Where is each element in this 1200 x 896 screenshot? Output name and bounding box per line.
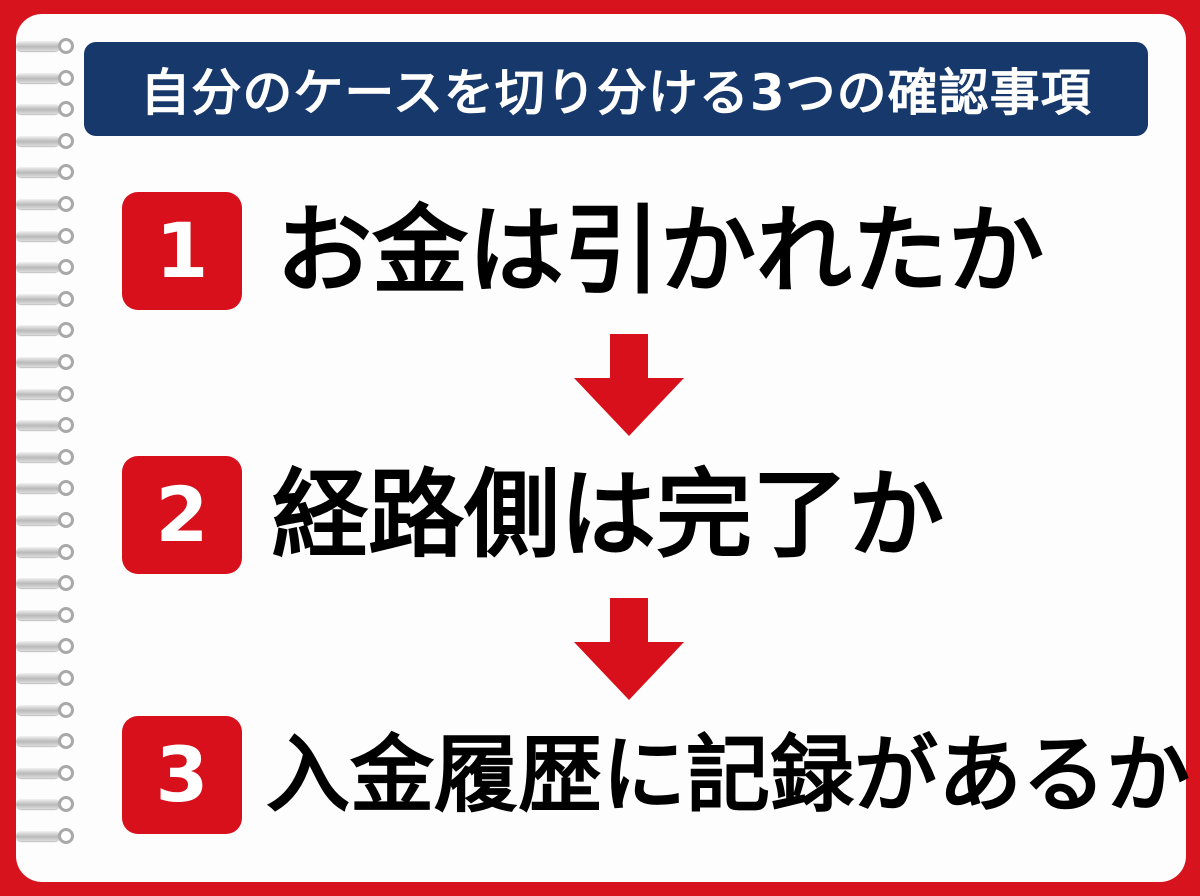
binding-ring <box>16 228 74 244</box>
binding-ring <box>16 575 74 591</box>
step-label: お金は引かれたか <box>276 195 1044 307</box>
spiral-binding <box>16 38 86 888</box>
title-banner: 自分のケースを切り分ける3つの確認事項 <box>84 42 1148 136</box>
step-label: 経路側は完了か <box>272 459 944 571</box>
step-3: 3 入金履歴に記録があるか <box>122 716 1190 834</box>
step-number: 2 <box>155 470 209 559</box>
binding-ring <box>16 449 74 465</box>
binding-ring <box>16 638 74 654</box>
binding-ring <box>16 607 74 623</box>
binding-ring <box>16 133 74 149</box>
binding-ring <box>16 386 74 402</box>
binding-ring <box>16 354 74 370</box>
binding-ring <box>16 544 74 560</box>
binding-ring <box>16 291 74 307</box>
binding-ring <box>16 670 74 686</box>
binding-ring <box>16 480 74 496</box>
binding-ring <box>16 702 74 718</box>
binding-ring <box>16 512 74 528</box>
binding-ring <box>16 164 74 180</box>
binding-ring <box>16 259 74 275</box>
binding-ring <box>16 322 74 338</box>
binding-ring <box>16 765 74 781</box>
binding-ring <box>16 417 74 433</box>
binding-ring <box>16 828 74 844</box>
binding-ring <box>16 70 74 86</box>
arrow-down-icon <box>574 334 684 436</box>
step-2: 2 経路側は完了か <box>122 456 944 574</box>
binding-ring <box>16 796 74 812</box>
page-title: 自分のケースを切り分ける3つの確認事項 <box>140 64 1092 122</box>
arrow-down-icon <box>574 598 684 700</box>
binding-ring <box>16 196 74 212</box>
step-number: 1 <box>155 206 209 295</box>
step-number-badge: 2 <box>122 456 242 574</box>
binding-ring <box>16 101 74 117</box>
binding-ring <box>16 733 74 749</box>
binding-ring <box>16 38 74 54</box>
step-label: 入金履歴に記録があるか <box>266 726 1191 824</box>
step-number-badge: 1 <box>122 192 242 310</box>
step-number: 3 <box>155 730 209 819</box>
step-1: 1 お金は引かれたか <box>122 192 1044 310</box>
step-number-badge: 3 <box>122 716 242 834</box>
